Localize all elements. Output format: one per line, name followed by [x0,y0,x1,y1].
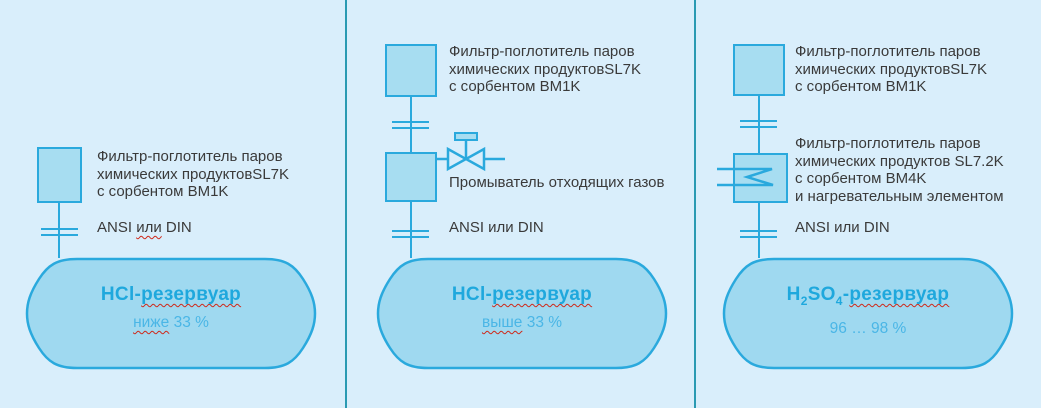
heated-filter-label: Фильтр-поглотитель паров химических прод… [795,135,1004,205]
flange-symbol [740,236,777,238]
flange-symbol [740,230,777,232]
pipe-line [410,201,412,258]
h2so4-tank-shape [722,257,1014,370]
scrubber-label: Промыватель отходящих газов [449,174,665,191]
panel-divider [694,0,696,408]
hcl-tank-shape [376,257,668,370]
filter-absorber-label: Фильтр-поглотитель паров химических прод… [795,43,988,95]
filter-absorber-box [385,44,437,97]
scrubber-box [385,152,437,202]
flange-symbol [41,228,78,230]
valve-icon [437,132,505,172]
pipe-line [58,202,60,258]
flange-standard-label: ANSI или DIN [449,219,544,236]
hcl-tank-label: HCl-резервуар выше 33 % [376,281,668,335]
tank-subtitle: 96 … 98 % [829,320,907,337]
heated-filter-box [733,153,788,203]
tank-title: H2SO4-резервуар [786,284,950,308]
pipe-line [758,95,760,153]
heating-element-icon [717,167,774,187]
flange-standard-label: ANSI или DIN [795,219,890,236]
flange-symbol [41,234,78,236]
filter-absorber-label: Фильтр-поглотитель паров химических прод… [97,148,290,200]
flange-symbol [392,236,429,238]
flange-standard-label: ANSI или DIN [97,219,192,236]
panel-divider [345,0,347,408]
filter-absorber-box [733,44,785,96]
flange-symbol [392,230,429,232]
h2so4-tank-label: H2SO4-резервуар 96 … 98 % [722,281,1014,341]
pipe-line [410,96,412,153]
tank-subtitle: выше 33 % [481,314,563,331]
flange-symbol [392,127,429,129]
flange-symbol [740,120,777,122]
hcl-tank-shape [25,257,317,370]
hcl-tank-label: HCl-резервуар ниже 33 % [25,281,317,335]
tank-title: HCl-резервуар [451,284,593,305]
filter-absorber-box [37,147,82,203]
tank-subtitle: ниже 33 % [133,314,209,331]
flange-symbol [392,121,429,123]
tank-title: HCl-резервуар [100,284,242,305]
flange-symbol [740,126,777,128]
filter-absorber-label: Фильтр-поглотитель паров химических прод… [449,43,642,95]
